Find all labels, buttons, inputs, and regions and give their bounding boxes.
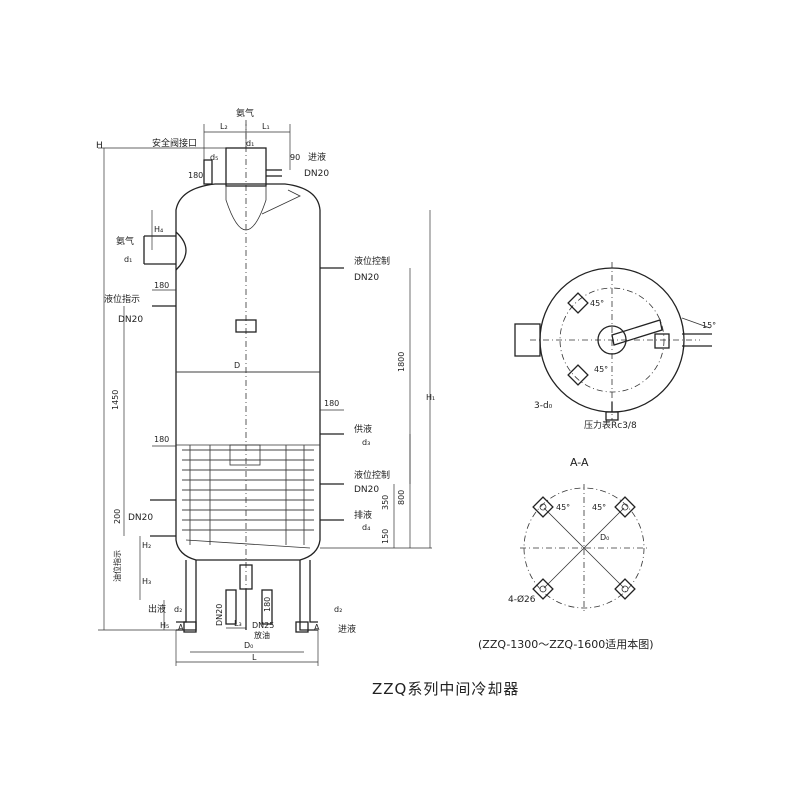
dim-d2-left: d₂	[174, 605, 182, 614]
dim-1800: 1800	[397, 352, 406, 372]
dim-dn20-ctrl-lower: DN20	[354, 485, 379, 495]
label-level-indicator: 液位指示	[104, 293, 140, 305]
label-liquid-in-top: 进液	[308, 151, 326, 163]
dim-A-right: A	[314, 623, 320, 632]
label-level-control-lower: 液位控制	[354, 469, 390, 481]
dim-dn20-bottom: DN20	[215, 604, 224, 626]
dim-150: 150	[381, 529, 390, 544]
label-ammonia-top: 氨气	[236, 107, 254, 119]
dim-dn20-indicator: DN20	[118, 315, 143, 325]
dim-d4: d₄	[362, 523, 370, 532]
label-level-control-upper: 液位控制	[354, 255, 390, 267]
side-ammonia-pipe	[143, 231, 187, 271]
label-pressure-gauge: 压力表Rc3/8	[584, 419, 637, 431]
dim-d3: d₃	[362, 438, 370, 447]
dim-H4: H₄	[154, 225, 163, 234]
label-ammonia-side: 氨气	[116, 235, 134, 247]
dim-A-left: A	[178, 623, 184, 632]
dim-D0-plan: D₀	[600, 533, 609, 542]
dim-d5: d₅	[210, 153, 218, 162]
label-liquid-supply: 供液	[354, 423, 372, 435]
label-oil-drain: 放油	[254, 630, 270, 640]
dim-H3: H₃	[142, 577, 151, 586]
dim-45-b: 45°	[594, 365, 608, 374]
dim-L2: L₂	[220, 122, 228, 131]
cooling-coils	[182, 444, 314, 549]
sight-glass	[235, 319, 257, 333]
label-liquid-out: 出液	[148, 603, 166, 615]
applicability-note: (ZZQ-1300～ZZQ-1600适用本图)	[478, 637, 654, 651]
dim-180-top: 180	[188, 171, 203, 180]
top-ammonia-pipe	[225, 147, 301, 231]
dim-L: L	[252, 653, 257, 662]
label-liquid-in-bottom: 进液	[338, 623, 356, 635]
dim-H2: H₂	[142, 541, 151, 550]
dim-180-left: 180	[154, 435, 169, 444]
drawing-caption: ZZQ系列中间冷却器	[372, 680, 519, 698]
dim-200: 200	[113, 509, 122, 524]
dim-H5: H₅	[160, 621, 169, 630]
dim-D0: D₀	[244, 641, 253, 650]
dim-dn20-ctrl-upper: DN20	[354, 273, 379, 283]
vessel-body	[175, 120, 321, 600]
bottom-pipes	[176, 560, 318, 633]
dim-H: H	[96, 141, 103, 151]
label-safety-valve: 安全阀接口	[152, 137, 197, 149]
dim-dn20-top: DN20	[304, 169, 329, 179]
dim-180-indicator: 180	[154, 281, 169, 290]
dim-1450: 1450	[111, 390, 120, 410]
dim-45-c: 45°	[556, 503, 570, 512]
dim-45-a: 45°	[590, 299, 604, 308]
dim-L3: L₃	[234, 619, 242, 628]
dim-350: 350	[381, 495, 390, 510]
footing-plan-view	[520, 484, 648, 612]
section-label-A-A: A-A	[570, 456, 589, 469]
label-oil-level-indicator: 油位指示	[112, 550, 122, 582]
dim-4-26: 4-Ø26	[508, 594, 536, 605]
dim-D: D	[234, 361, 240, 370]
dim-45-d: 45°	[592, 503, 606, 512]
label-liquid-drain: 排液	[354, 509, 372, 521]
dim-3-d0: 3-d₀	[534, 401, 553, 411]
section-view-circle	[514, 262, 712, 421]
dim-dn25: DN25	[252, 621, 274, 630]
dim-15-deg: 15°	[702, 321, 716, 330]
dim-180-supply: 180	[324, 399, 339, 408]
dim-H1: H₁	[426, 393, 435, 402]
dim-dn20-oil: DN20	[128, 513, 153, 523]
dim-d1-top: d₁	[246, 139, 254, 148]
dim-d1-side: d₁	[124, 255, 132, 264]
dim-90: 90	[290, 153, 300, 162]
dim-d2-right: d₂	[334, 605, 342, 614]
dim-L1: L₁	[262, 122, 270, 131]
dim-800: 800	[397, 490, 406, 505]
dimension-lines	[98, 124, 432, 666]
dim-180-bottom: 180	[263, 597, 272, 612]
top-stubs	[203, 159, 282, 185]
